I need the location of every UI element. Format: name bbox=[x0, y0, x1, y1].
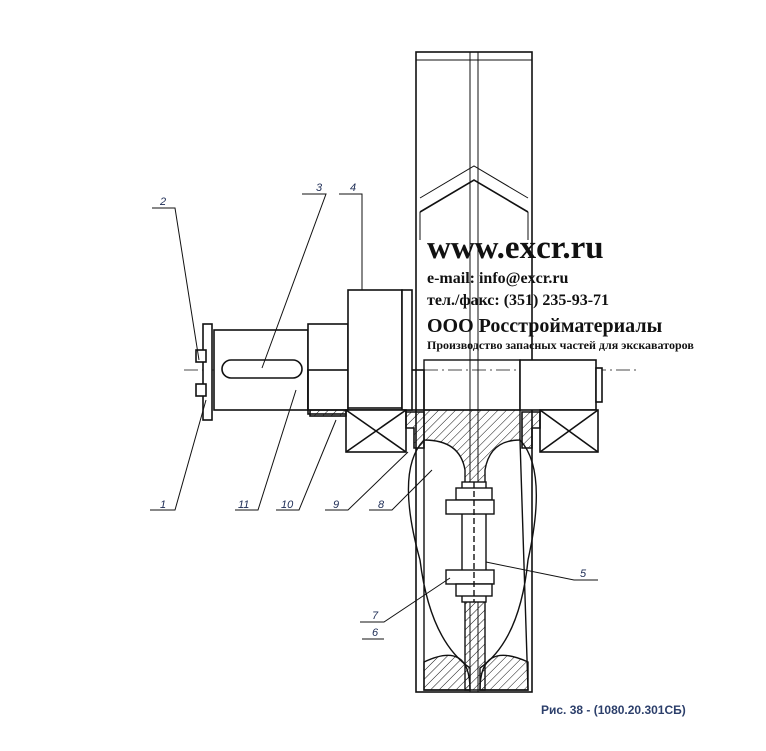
leader-lines bbox=[150, 193, 598, 623]
callout-7: 7 bbox=[372, 610, 379, 622]
callout-1: 1 bbox=[160, 499, 166, 511]
hub-bolts bbox=[445, 481, 495, 603]
callout-2: 2 bbox=[159, 196, 166, 208]
callout-10: 10 bbox=[281, 499, 294, 511]
watermark-company: ООО Росстройматериалы bbox=[427, 315, 663, 337]
watermark-tagline: Производство запасных частей для экскава… bbox=[427, 338, 694, 352]
figure-caption: Рис. 38 - (1080.20.301СБ) bbox=[541, 703, 686, 717]
callout-5: 5 bbox=[580, 568, 587, 580]
callout-labels: 1 2 3 4 5 6 7 8 9 10 11 bbox=[159, 182, 587, 639]
callout-11: 11 bbox=[238, 499, 249, 511]
watermark-site: www.excr.ru bbox=[427, 230, 604, 266]
callout-9: 9 bbox=[333, 499, 339, 511]
shaft bbox=[213, 289, 603, 415]
bearings bbox=[309, 409, 599, 453]
watermark-phone: тел./факс: (351) 235-93-71 bbox=[427, 292, 610, 309]
callout-8: 8 bbox=[378, 499, 385, 511]
callout-4: 4 bbox=[350, 182, 356, 194]
end-plate bbox=[195, 323, 213, 421]
callout-3: 3 bbox=[316, 182, 323, 194]
watermark-email: e-mail: info@excr.ru bbox=[427, 270, 569, 287]
callout-6: 6 bbox=[372, 627, 379, 639]
